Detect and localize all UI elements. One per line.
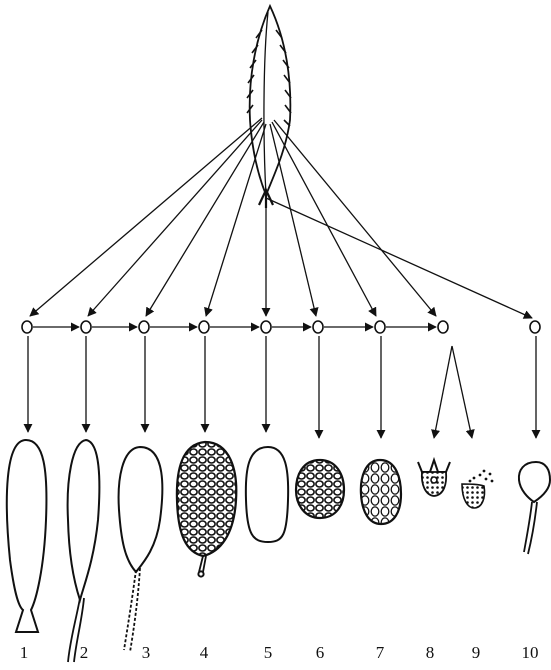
label-8: 8 <box>426 643 435 662</box>
form-10 <box>519 462 550 554</box>
label-5: 5 <box>264 643 273 662</box>
final-forms <box>7 440 550 662</box>
form-2 <box>68 440 100 662</box>
label-9: 9 <box>472 643 481 662</box>
label-10: 10 <box>522 643 539 662</box>
node-3 <box>139 321 149 333</box>
label-4: 4 <box>200 643 209 662</box>
label-1: 1 <box>20 643 29 662</box>
label-6: 6 <box>316 643 325 662</box>
form-3 <box>119 447 163 652</box>
label-3: 3 <box>142 643 151 662</box>
label-7: 7 <box>376 643 385 662</box>
figure-labels: 1 2 3 4 5 6 7 8 9 10 <box>20 643 539 662</box>
form-8 <box>418 460 450 496</box>
label-2: 2 <box>80 643 89 662</box>
node-8 <box>438 321 448 333</box>
fan-arrows <box>30 118 532 318</box>
node-2 <box>81 321 91 333</box>
down-arrows <box>28 336 536 438</box>
node-10 <box>530 321 540 333</box>
form-1 <box>7 440 47 632</box>
form-5 <box>246 447 288 542</box>
form-6 <box>296 460 344 518</box>
source-structure <box>247 6 291 208</box>
node-5 <box>261 321 271 333</box>
form-9 <box>462 470 493 508</box>
node-7 <box>375 321 385 333</box>
form-7 <box>361 460 401 524</box>
form-4 <box>177 442 236 577</box>
node-1 <box>22 321 32 333</box>
node-4 <box>199 321 209 333</box>
node-6 <box>313 321 323 333</box>
